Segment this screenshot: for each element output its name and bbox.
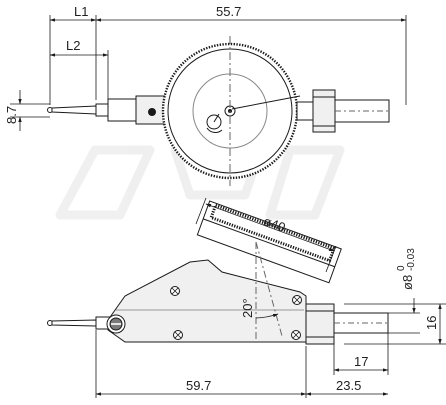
dim-total-width: 59.7 — [186, 378, 211, 393]
dim-top-width: 55.7 — [216, 4, 241, 19]
dim-right-width: 23.5 — [336, 378, 361, 393]
side-stylus — [47, 314, 126, 334]
dim-l2: L2 — [66, 38, 80, 53]
dim-stem-height-side: 16 — [424, 316, 439, 330]
side-stem — [305, 303, 389, 345]
dim-tol-upper: 0 — [396, 265, 407, 271]
dim-stem-length: 17 — [354, 354, 368, 369]
dim-stem-diameter: ø8 — [400, 275, 415, 290]
top-dimensions — [10, 15, 407, 131]
side-dimensions — [95, 197, 446, 398]
top-dial — [161, 42, 301, 180]
dim-tol-lower: -0.03 — [406, 248, 417, 271]
top-stem — [296, 89, 390, 133]
side-body — [107, 259, 307, 343]
dim-l1: L1 — [74, 4, 88, 19]
dim-dial-diameter: ø40 — [261, 213, 287, 235]
dim-stem-diameter-group: ø8 0 -0.03 — [396, 248, 417, 290]
dim-stem-height: 8.7 — [4, 106, 19, 124]
side-view — [47, 200, 389, 345]
dim-angle: 20° — [240, 298, 255, 318]
top-view — [47, 36, 390, 186]
